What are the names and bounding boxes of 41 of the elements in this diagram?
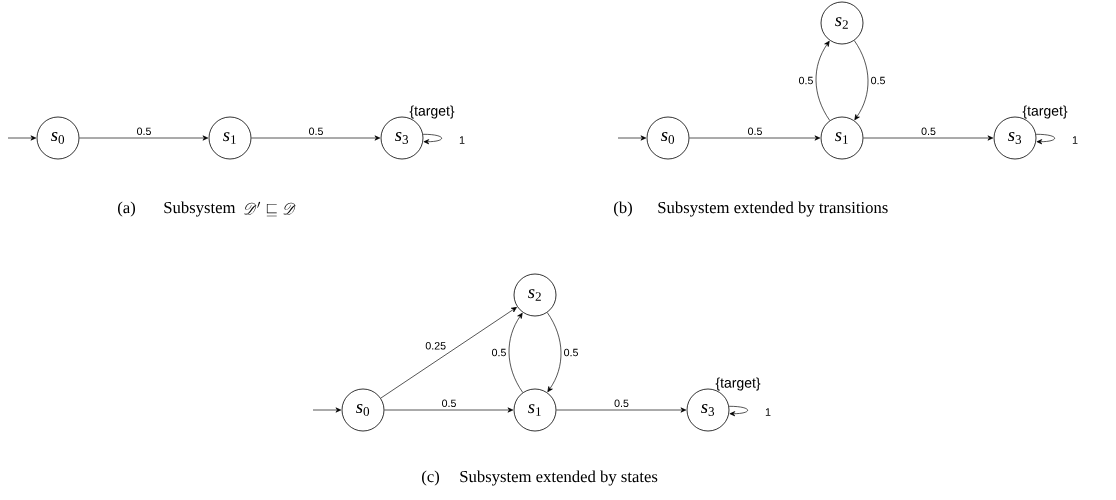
edge-label: 0.5 bbox=[442, 399, 456, 408]
edge-label: 0.5 bbox=[309, 127, 323, 136]
edge-label: 0.5 bbox=[564, 348, 578, 357]
node-annotation: {target} bbox=[715, 377, 761, 391]
edge-label: 0.5 bbox=[799, 76, 813, 85]
arrow bbox=[312, 407, 342, 413]
arrow bbox=[863, 135, 994, 141]
arrow bbox=[689, 135, 821, 141]
node-annotation: {target} bbox=[1022, 105, 1068, 119]
arrow bbox=[251, 135, 381, 141]
arrow bbox=[7, 135, 37, 141]
caption: Subsystem extended by transitions bbox=[658, 201, 888, 217]
edge-label: 0.5 bbox=[492, 348, 506, 357]
caption: Subsystem bbox=[164, 201, 236, 217]
caption: (c) bbox=[422, 470, 440, 486]
arrow bbox=[617, 135, 647, 141]
arrow bbox=[1035, 133, 1055, 145]
arrow bbox=[556, 407, 687, 413]
edge-label: 0.5 bbox=[921, 127, 936, 136]
arrow bbox=[380, 307, 517, 399]
edge-label: 0.25 bbox=[425, 342, 446, 350]
edge-label: 0.5 bbox=[748, 127, 762, 136]
arrow bbox=[853, 40, 869, 121]
edge-label: 1 bbox=[1072, 136, 1078, 144]
arrow bbox=[508, 312, 524, 393]
caption-formula: $\mathscr{D}' \sqsubseteq \mathscr{D}$ bbox=[244, 201, 296, 217]
node-annotation: {target} bbox=[409, 105, 455, 119]
arrow bbox=[546, 312, 562, 393]
edge-label: 0.5 bbox=[137, 127, 151, 136]
edge-label: 1 bbox=[765, 408, 771, 416]
edge-label: 0.5 bbox=[871, 76, 885, 85]
edge-label: 1 bbox=[459, 136, 465, 144]
arrow bbox=[422, 133, 442, 145]
arrow bbox=[384, 407, 514, 413]
arrow bbox=[815, 40, 831, 121]
caption: Subsystem extended by states bbox=[460, 470, 658, 486]
arrow bbox=[79, 135, 209, 141]
caption: (b) bbox=[614, 201, 632, 217]
caption: (a) bbox=[118, 201, 136, 217]
edge-label: 0.5 bbox=[614, 399, 629, 408]
arrow bbox=[728, 405, 748, 417]
